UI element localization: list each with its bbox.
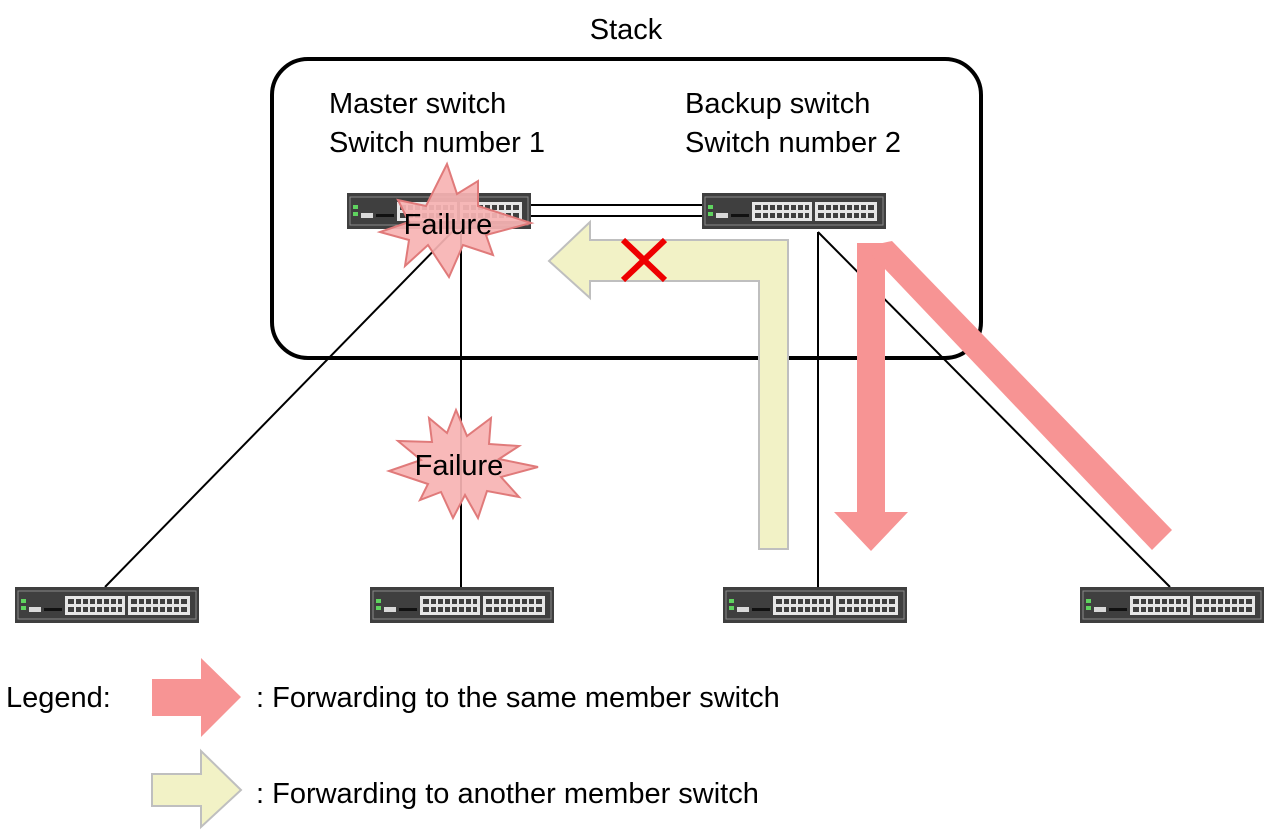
stack-label: Stack — [590, 14, 663, 46]
legend: Legend: : Forwarding to the same member … — [6, 658, 780, 830]
master-switch-role: Master switch — [329, 88, 506, 120]
backup-switch-icon — [701, 192, 887, 230]
legend-title: Legend: — [6, 682, 111, 714]
legend-another-member-label: : Forwarding to another member switch — [256, 778, 759, 810]
master-switch-number: Switch number 1 — [329, 127, 545, 159]
switch-icon — [14, 586, 200, 624]
legend-another-member-arrow-icon — [151, 748, 243, 830]
link-master-to-switch-a — [104, 231, 453, 588]
forward-same-member-down-arrow — [834, 243, 908, 551]
switch-icon — [1079, 586, 1265, 624]
switch-icon — [722, 586, 908, 624]
stack-boundary — [270, 57, 983, 360]
backup-switch-number: Switch number 2 — [685, 127, 901, 159]
forward-another-member-arrow — [547, 219, 789, 550]
blocked-x-icon — [620, 237, 668, 283]
failure-burst-master: Failure — [376, 161, 535, 280]
failure-label: Failure — [415, 450, 504, 482]
failure-burst-icon — [376, 161, 535, 280]
failure-label: Failure — [404, 209, 493, 241]
backup-switch-role: Backup switch — [685, 88, 870, 120]
switch-icon — [369, 586, 555, 624]
forward-same-member-diagonal-arrow — [864, 241, 1172, 550]
legend-same-member-arrow-icon — [152, 658, 241, 737]
failure-burst-link: Failure — [385, 407, 539, 521]
legend-same-member-label: : Forwarding to the same member switch — [256, 682, 780, 714]
failure-burst-icon — [385, 407, 539, 521]
